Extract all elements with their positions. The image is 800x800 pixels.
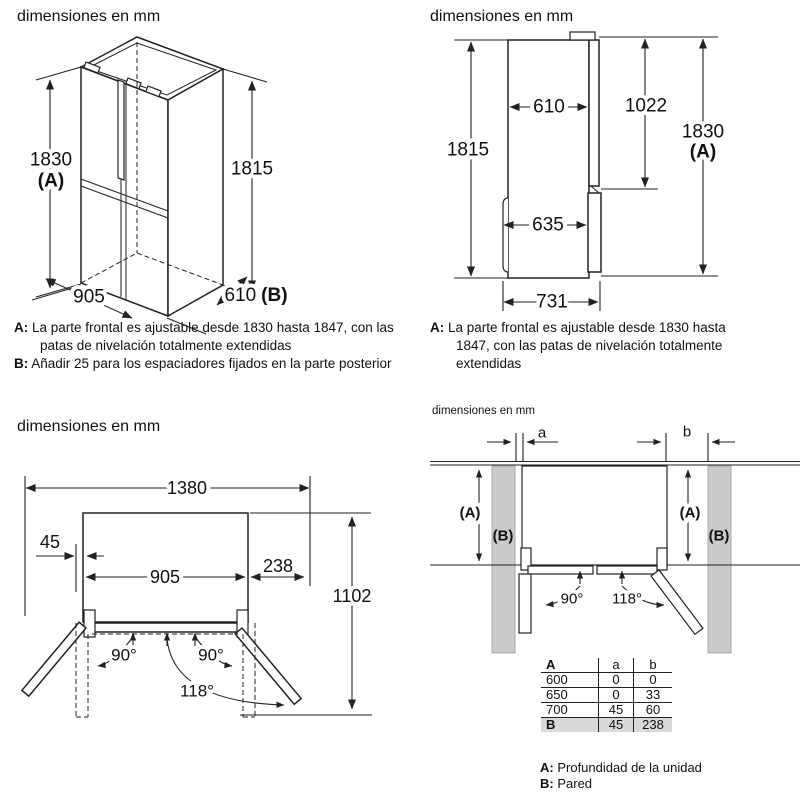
dim-total-height-key: (A) <box>38 171 64 192</box>
note-b-text: Añadir 25 para los espaciadores fijados … <box>31 356 392 371</box>
walls-and-fridge <box>430 461 800 654</box>
dim-body-height-label: 1815 <box>231 159 273 180</box>
closed-doors <box>89 622 241 633</box>
note-a: A: Profundidad de la unidad <box>540 760 790 776</box>
dim-door-height-label: 1022 <box>625 96 667 117</box>
col-header-b: b <box>633 658 672 673</box>
dimension-lines <box>31 66 268 335</box>
dim-total-depth-label: 731 <box>536 292 568 313</box>
wall-clearance-drawing: a b (A) (A) (B) (B) 90° 118° <box>430 424 800 654</box>
side-view-drawing: 1815 610 1022 1830 (A) 635 731 <box>443 31 728 317</box>
left-open-door <box>518 573 532 634</box>
dimension-lines <box>475 433 735 609</box>
left-hinge <box>520 547 532 571</box>
closed-door-left <box>527 565 594 575</box>
wall-key-right: (B) <box>709 528 730 545</box>
dim-total-height-key: (A) <box>690 142 716 163</box>
fridge-body-isometric <box>79 36 225 318</box>
dim-door-clearance-label: 238 <box>263 556 293 576</box>
dim-total-height-label: 1830 <box>30 150 72 171</box>
note-b-text: Pared <box>557 775 593 791</box>
dim-bottom-depth-label: 635 <box>532 215 564 236</box>
dim-total-width-label: 1380 <box>167 478 207 498</box>
note-b-key: B: <box>540 775 554 791</box>
fridge-body-side <box>502 31 602 279</box>
left-hinge <box>83 609 96 638</box>
wall-key-left: (B) <box>493 528 514 545</box>
angle-118-label: 118° <box>612 591 642 608</box>
dim-width-label: 905 <box>73 287 105 308</box>
col-header-A: A <box>541 658 599 673</box>
left-wall <box>491 465 516 654</box>
note-a-text: Profundidad de la unidad <box>557 760 702 775</box>
right-hinge <box>656 547 668 571</box>
note-b: B: Añadir 25 para los espaciadores fijad… <box>14 355 399 373</box>
left-open-door <box>20 621 88 698</box>
panel-tl-notes: A: La parte frontal es ajustable desde 1… <box>14 319 399 373</box>
table-row: 600 0 0 <box>541 672 672 688</box>
note-b-key: B: <box>14 356 29 371</box>
panel-tl-title: dimensiones en mm <box>17 8 161 25</box>
isometric-fridge-drawing: 1830 (A) 1815 905 610(B) <box>26 36 292 335</box>
panel-tr-notes: A: La parte frontal es ajustable desde 1… <box>430 319 730 373</box>
panel-bl-title: dimensiones en mm <box>17 418 161 435</box>
panel-br-notes: A: Profundidad de la unidad B: Pared <box>540 760 790 791</box>
dimension-lines <box>454 36 718 311</box>
table-row: 650 0 33 <box>541 687 672 703</box>
angle-90-label: 90° <box>561 591 584 608</box>
note-a: A: La parte frontal es ajustable desde 1… <box>14 319 399 355</box>
top-view-drawing: 1380 45 905 238 1102 90° 90° 118° <box>20 474 375 718</box>
hinge-block <box>145 85 162 98</box>
col-header-a: a <box>598 658 634 673</box>
note-a-text: La parte frontal es ajustable desde 1830… <box>32 320 394 353</box>
hidden-edges <box>80 42 224 286</box>
dim-open-depth-label: 1102 <box>333 586 372 606</box>
dimension-lines <box>24 476 372 716</box>
right-open-door <box>234 626 303 706</box>
dim-depth-label: 610(B) <box>224 285 287 306</box>
panel-tr-title: dimensiones en mm <box>430 8 574 25</box>
angle-wide-label: 118° <box>180 682 214 701</box>
right-wall <box>707 465 732 654</box>
clearance-table: A a b 600 0 0 650 0 33 700 45 60 B 45 23… <box>541 658 672 732</box>
top-hinge <box>569 31 596 41</box>
table-row-wall: B 45 238 <box>541 717 672 732</box>
hinge-block <box>83 61 101 74</box>
upper-door <box>588 39 600 187</box>
dim-body-width-label: 905 <box>150 567 180 587</box>
door-handle <box>117 79 125 181</box>
rear-bulge <box>502 197 509 273</box>
closed-door-right <box>596 565 658 575</box>
door-90deg-outline <box>75 623 256 718</box>
lower-door <box>587 192 602 273</box>
dim-body-height-label: 1815 <box>447 140 489 161</box>
note-a-text: La parte frontal es ajustable desde 1830… <box>448 320 726 371</box>
note-a-key: A: <box>430 320 445 335</box>
note-a-key: A: <box>540 760 554 775</box>
panel-br-title: dimensiones en mm <box>432 405 535 417</box>
depth-key-right: (A) <box>680 505 701 522</box>
fridge-top-view <box>20 512 303 718</box>
dim-side-gap-label: 45 <box>40 532 60 552</box>
fridge-top-view <box>521 465 668 566</box>
note-a-key: A: <box>14 320 29 335</box>
note-a: A: La parte frontal es ajustable desde 1… <box>430 319 730 373</box>
gap-a-label: a <box>538 425 547 442</box>
note-b: B: Pared <box>540 776 790 792</box>
table-header-row: A a b <box>541 658 672 673</box>
right-open-door <box>650 569 704 636</box>
gap-b-label: b <box>683 424 691 441</box>
depth-key-left: (A) <box>460 505 481 522</box>
table-row: 700 45 60 <box>541 702 672 718</box>
angle-right-label: 90° <box>198 646 224 665</box>
angle-left-label: 90° <box>111 646 137 665</box>
dim-top-depth-label: 610 <box>533 97 565 118</box>
dim-total-height-label: 1830 <box>682 122 724 143</box>
